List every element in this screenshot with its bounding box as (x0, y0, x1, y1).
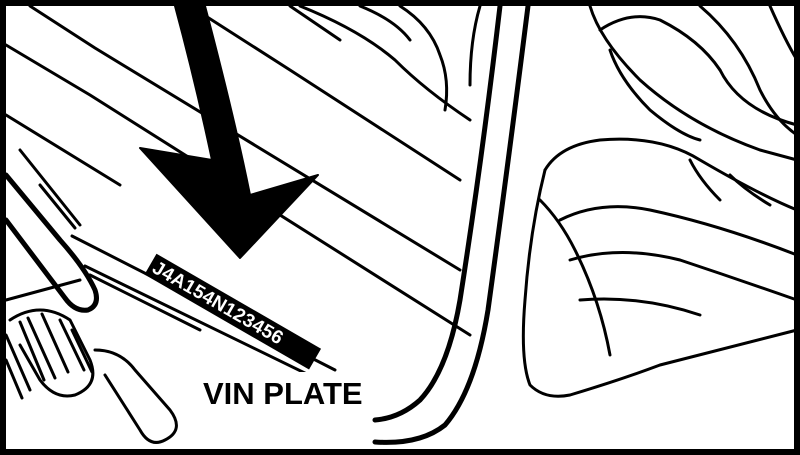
caption-vin-plate: VIN PLATE (203, 376, 363, 411)
frame-border (3, 3, 797, 452)
